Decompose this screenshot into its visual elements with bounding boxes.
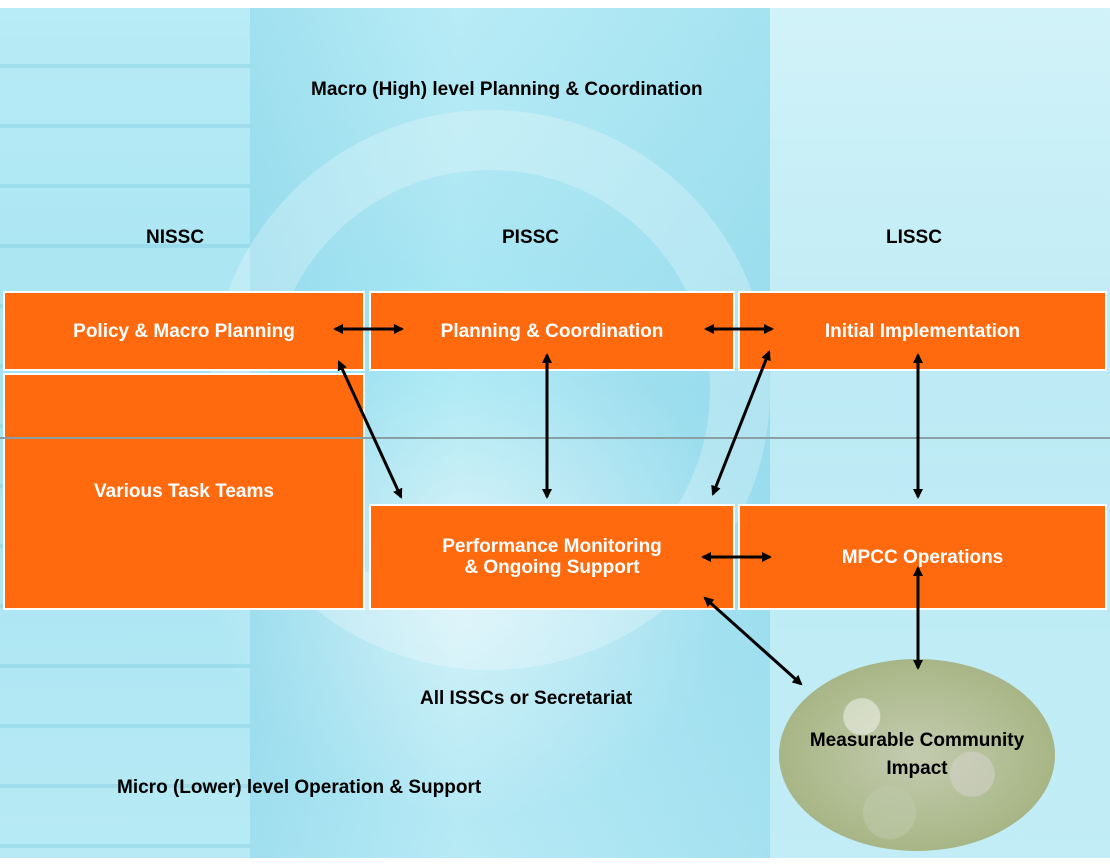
macro-micro-divider — [0, 437, 1110, 439]
micro-level-title: Micro (Lower) level Operation & Support — [117, 777, 482, 798]
arrow-initial-performance — [711, 350, 771, 496]
pissc-label: PISSC — [502, 227, 560, 248]
performance-monitoring-label-line1: Performance Monitoring — [442, 536, 662, 557]
impact-label-line3: Impact — [886, 758, 948, 779]
impact-label-line1: Measurable — [809, 730, 915, 751]
planning-coordination-box: Planning & Coordination — [369, 291, 735, 371]
arrow-policy-performance — [337, 360, 403, 499]
initial-implementation-label: Initial Implementation — [824, 320, 1021, 342]
policy-macro-planning-label: Policy & Macro Planning — [73, 320, 295, 342]
nissc-label: NISSC — [146, 227, 205, 248]
impact-label-line2: Community — [919, 730, 1025, 751]
lissc-label: LISSC — [886, 227, 942, 248]
performance-monitoring-label-line2: & Ongoing Support — [464, 557, 640, 578]
all-isscs-label: All ISSCs or Secretariat — [420, 688, 633, 709]
arrow-performance-impact — [703, 596, 803, 686]
performance-monitoring-box: Performance Monitoring & Ongoing Support — [369, 504, 735, 610]
measurable-community-impact-ellipse: Measurable Community Impact — [779, 659, 1055, 851]
various-task-teams-box: Various Task Teams — [3, 373, 365, 610]
policy-macro-planning-box: Policy & Macro Planning — [3, 291, 365, 371]
various-task-teams-label: Various Task Teams — [94, 481, 274, 502]
planning-coordination-label: Planning & Coordination — [440, 320, 664, 342]
mpcc-operations-label: MPCC Operations — [841, 546, 1004, 568]
macro-level-title: Macro (High) level Planning & Coordinati… — [311, 79, 703, 100]
